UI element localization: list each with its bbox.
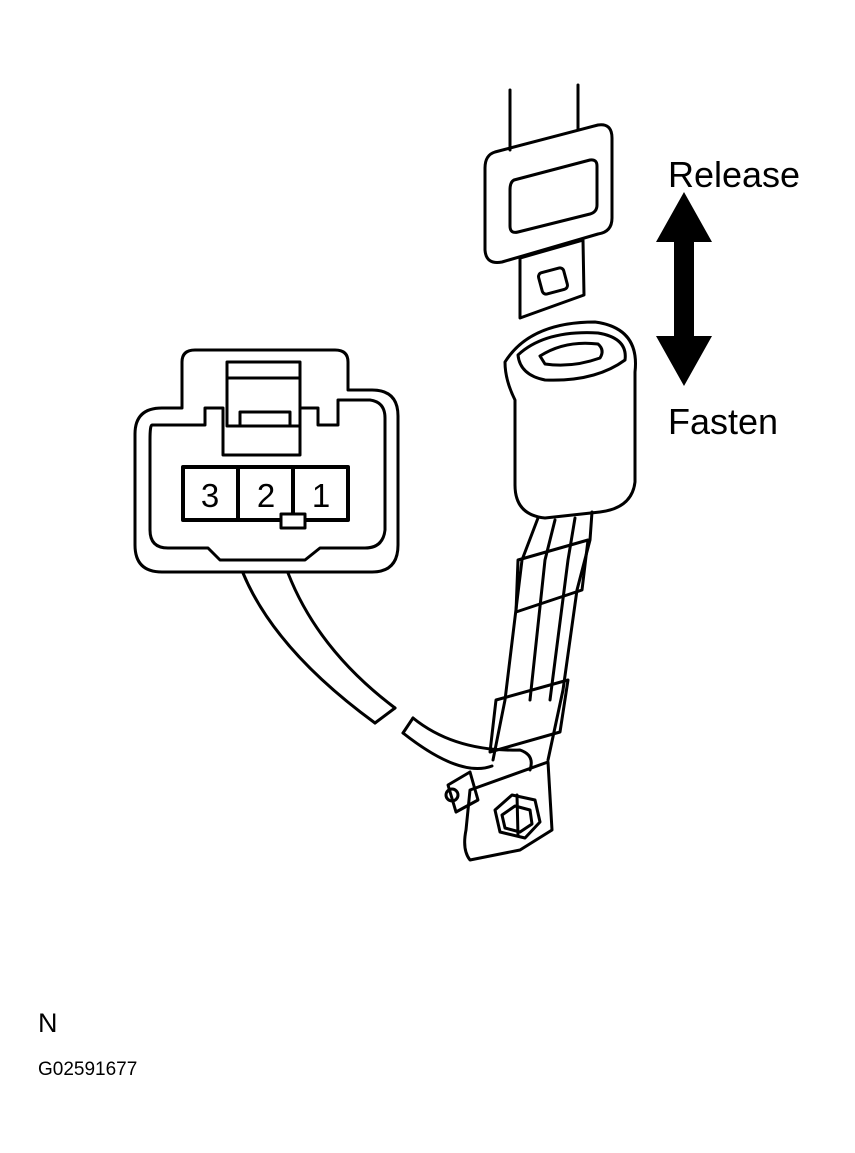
connector-pin-1: 1: [312, 477, 330, 514]
connector-pin-3: 3: [201, 477, 219, 514]
buckle-body: [503, 320, 637, 520]
latch-plate: [483, 123, 614, 320]
figure-code-label: N: [38, 1008, 58, 1038]
fasten-label: Fasten: [668, 401, 779, 442]
buckle-stalk: [488, 510, 594, 762]
figure-id-label: G02591677: [38, 1059, 138, 1080]
harness-wire: [241, 571, 533, 772]
connector: 3 2 1: [133, 348, 400, 574]
anchor-bracket: [444, 760, 554, 862]
release-label: Release: [668, 154, 801, 195]
connector-pin-2: 2: [257, 477, 275, 514]
release-fasten-arrow: [656, 192, 712, 386]
belt-webbing: [508, 83, 580, 152]
